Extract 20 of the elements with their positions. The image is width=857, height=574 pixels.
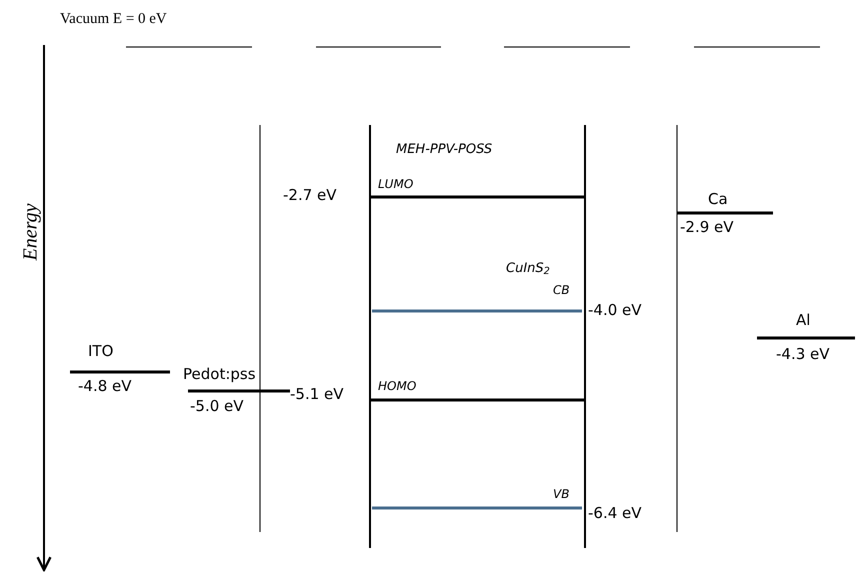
energy-value: -4.8 eV <box>78 379 132 394</box>
level-label: LUMO <box>378 178 414 190</box>
material-label: MEH-PPV-POSS <box>396 143 492 156</box>
energy-value: -5.1 eV <box>290 387 344 402</box>
level-label: VB <box>553 488 570 500</box>
energy-value: -2.7 eV <box>283 188 337 203</box>
energy-value: -4.3 eV <box>776 347 830 362</box>
energy-value: -5.0 eV <box>190 399 244 414</box>
material-label: Al <box>796 313 810 328</box>
axis-label: Energy <box>20 204 40 260</box>
material-label: ITO <box>88 344 114 359</box>
vacuum-level-label: Vacuum E = 0 eV <box>60 12 167 27</box>
level-label: HOMO <box>378 380 416 392</box>
energy-value: -4.0 eV <box>588 303 642 318</box>
material-label: CuInS$_{2}$ <box>506 262 550 275</box>
level-label: CB <box>553 284 570 296</box>
material-label: Pedot:pss <box>183 367 256 382</box>
energy-value: -2.9 eV <box>680 220 734 235</box>
material-label: Ca <box>708 192 728 207</box>
energy-value: -6.4 eV <box>588 506 642 521</box>
